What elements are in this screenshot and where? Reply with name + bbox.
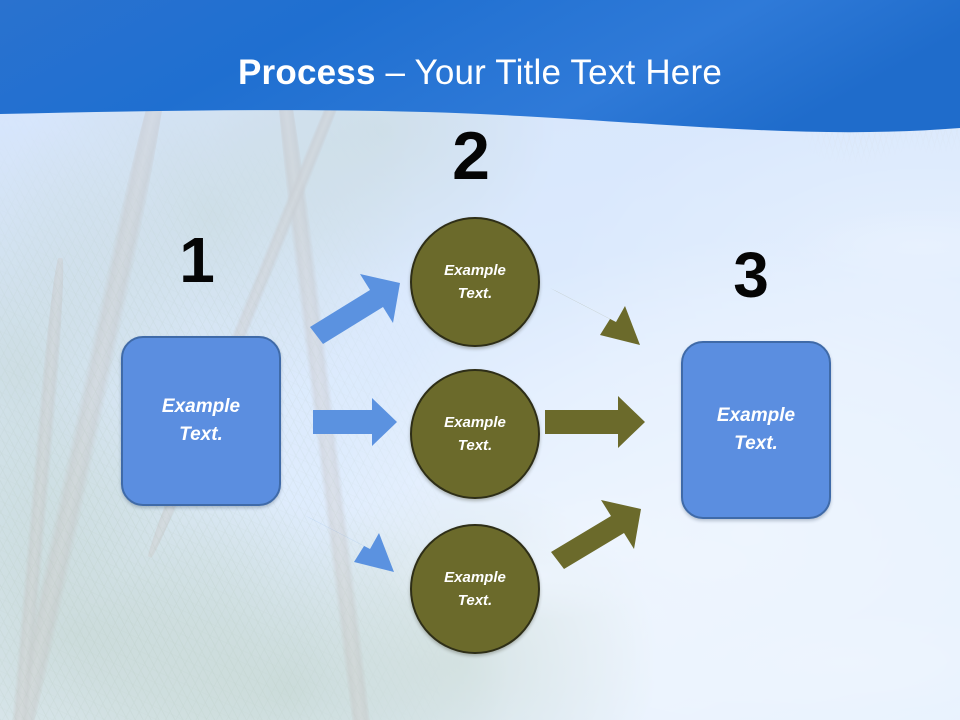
stage-one-box-line2: Text. <box>179 424 223 445</box>
stage-three-box-line1: Example <box>716 405 796 426</box>
page-title: Process – Your Title Text Here <box>0 52 960 94</box>
stage-two-circle-1[interactable]: Example Text. <box>410 217 540 347</box>
arrow-blue-up <box>310 274 400 344</box>
header-banner: Process – Your Title Text Here <box>0 0 960 140</box>
step-number-3: 3 <box>733 239 769 311</box>
page-title-rest: – Your Title Text Here <box>375 53 722 92</box>
stage-two-circle-1-line1: Example <box>444 262 506 279</box>
stage-two-circle-3-line2: Text. <box>457 592 493 609</box>
arrow-blue-down <box>304 515 394 572</box>
stage-two-circle-2[interactable]: Example Text. <box>410 369 540 499</box>
stage-three-box[interactable]: Example Text. <box>681 341 831 519</box>
stage-two-circle-2-line1: Example <box>444 414 506 431</box>
page-title-bold: Process <box>238 53 376 92</box>
stage-two-circle-2-line2: Text. <box>457 437 493 454</box>
arrow-olive-straight <box>545 396 645 448</box>
stage-one-box[interactable]: Example Text. <box>121 336 281 506</box>
arrow-olive-up <box>551 500 641 569</box>
stage-one-box-line1: Example <box>161 396 241 417</box>
arrow-olive-down <box>550 288 640 345</box>
step-number-1: 1 <box>179 224 215 296</box>
stage-two-circle-3[interactable]: Example Text. <box>410 524 540 654</box>
stage-two-circle-1-line2: Text. <box>457 285 493 302</box>
stage-two-circle-3-line1: Example <box>444 569 506 586</box>
step-number-2: 2 <box>452 118 490 194</box>
stage-three-box-line2: Text. <box>734 433 778 454</box>
arrow-blue-straight <box>313 398 397 446</box>
